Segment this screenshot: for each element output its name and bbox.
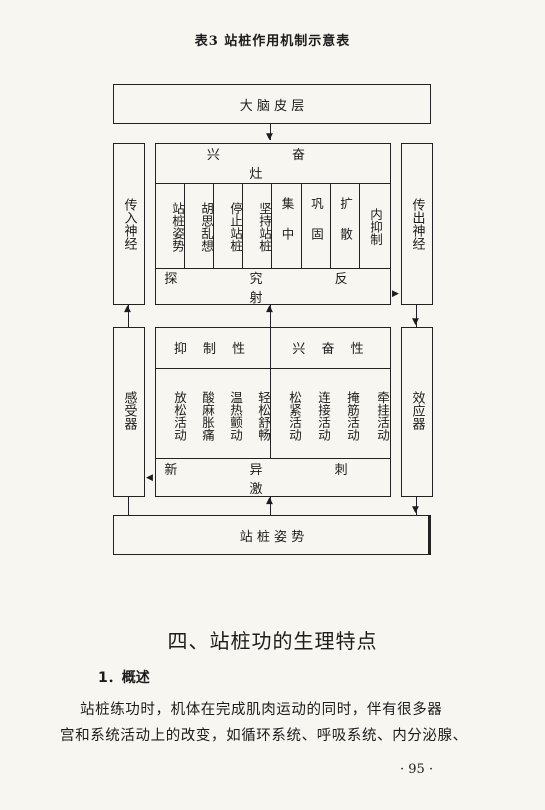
posture-up-line <box>270 497 271 515</box>
divider <box>155 368 391 369</box>
stimulus-to-reflex-line <box>270 305 271 327</box>
paragraph-line: 宫和系统活动上的改变，如循环系统、呼吸系统、内分泌腺、 <box>60 728 468 744</box>
arrow-down-icon: ▼ <box>412 317 419 327</box>
arrow-up-icon: ▲ <box>124 304 131 314</box>
standing-posture-label: 站 桩 姿 势 <box>239 529 305 545</box>
novel-stimulus-label: 新 异 刺 激 <box>155 458 391 497</box>
column-divider <box>213 183 214 268</box>
stimulus-block <box>155 327 391 497</box>
arrow-left-icon: ◀ <box>146 473 153 483</box>
excitatory-label: 兴 奋 性 <box>271 327 391 368</box>
afferent-up-line <box>128 305 129 327</box>
focus-column: 集中 <box>279 196 295 258</box>
arrow-down-icon: ▼ <box>266 132 273 142</box>
stimulus-column: 牵挂活动 <box>375 391 390 441</box>
column-divider <box>271 183 272 268</box>
stimulus-column: 放松活动 <box>172 391 187 441</box>
stimulus-column: 轻松舒畅 <box>256 391 271 441</box>
excitatory-text: 兴 奋 性 <box>292 342 370 357</box>
receptor-box <box>113 327 145 497</box>
afferent-nerve-box <box>113 143 145 305</box>
standing-posture-box: 站 桩 姿 势 <box>113 515 431 555</box>
novel-stimulus-text: 新 异 刺 激 <box>164 462 382 497</box>
column-divider <box>301 183 302 268</box>
stimulus-column: 连接活动 <box>316 391 331 441</box>
arrow-up-icon: ▲ <box>266 496 273 506</box>
table-caption: 表3 站桩作用机制示意表 <box>194 34 351 49</box>
cerebral-cortex-label: 大 脑 皮 层 <box>239 98 305 114</box>
paragraph-line: 站桩练功时，机体在完成肌肉运动的同时，伴有很多器 <box>80 702 443 718</box>
focus-column: 扩散 <box>338 196 353 258</box>
focus-column: 内抑制 <box>368 208 383 246</box>
focus-column: 停止站桩 <box>228 202 243 252</box>
cortex-down-line <box>270 124 271 140</box>
excitation-block <box>155 143 391 305</box>
inhibitory-label: 抑 制 性 <box>155 327 270 368</box>
page-number: · 95 · <box>400 762 434 777</box>
right-edge-bar <box>428 515 431 555</box>
focus-column: 胡思乱想 <box>199 202 214 252</box>
excitation-focus-label: 兴 奋 灶 <box>155 143 391 183</box>
exploratory-reflex-text: 探 究 反 射 <box>164 271 382 306</box>
subsection-heading: 1．概述 <box>98 670 150 686</box>
stimulus-column: 掩筋活动 <box>345 391 360 441</box>
divider <box>155 183 391 184</box>
column-divider <box>184 183 185 268</box>
afferent-nerve-label: 传入神经 <box>121 198 137 250</box>
effector-down-line <box>416 497 417 515</box>
divider <box>155 268 391 269</box>
arrow-up-icon: ▲ <box>266 304 273 314</box>
stimulus-column: 温热颤动 <box>228 391 243 441</box>
effector-box <box>401 327 433 497</box>
divider <box>155 458 391 459</box>
arrow-down-icon: ▼ <box>412 505 419 515</box>
efferent-nerve-label: 传出神经 <box>409 198 425 250</box>
efferent-nerve-box <box>401 143 433 305</box>
section-title: 四、站桩功的生理特点 <box>167 629 378 653</box>
excitation-focus-text: 兴 奋 灶 <box>206 148 340 182</box>
effector-label: 效应器 <box>409 390 425 430</box>
column-divider <box>359 183 360 268</box>
cerebral-cortex-box: 大 脑 皮 层 <box>113 84 431 124</box>
column-divider <box>242 183 243 268</box>
exploratory-reflex-label: 探 究 反 射 <box>155 268 391 306</box>
focus-column: 站桩姿势 <box>170 202 185 252</box>
inhibitory-text: 抑 制 性 <box>173 342 252 357</box>
focus-column: 坚持站桩 <box>257 202 272 252</box>
stimulus-column: 松紧活动 <box>287 391 302 441</box>
focus-column: 巩固 <box>309 196 324 258</box>
column-divider <box>270 327 271 458</box>
arrow-right-icon: ▶ <box>392 289 399 299</box>
receptor-label: 感受器 <box>121 390 137 430</box>
column-divider <box>330 183 331 268</box>
stimulus-column: 酸麻胀痛 <box>200 391 215 441</box>
efferent-down-line <box>416 305 417 327</box>
receptor-up-line <box>128 497 129 515</box>
